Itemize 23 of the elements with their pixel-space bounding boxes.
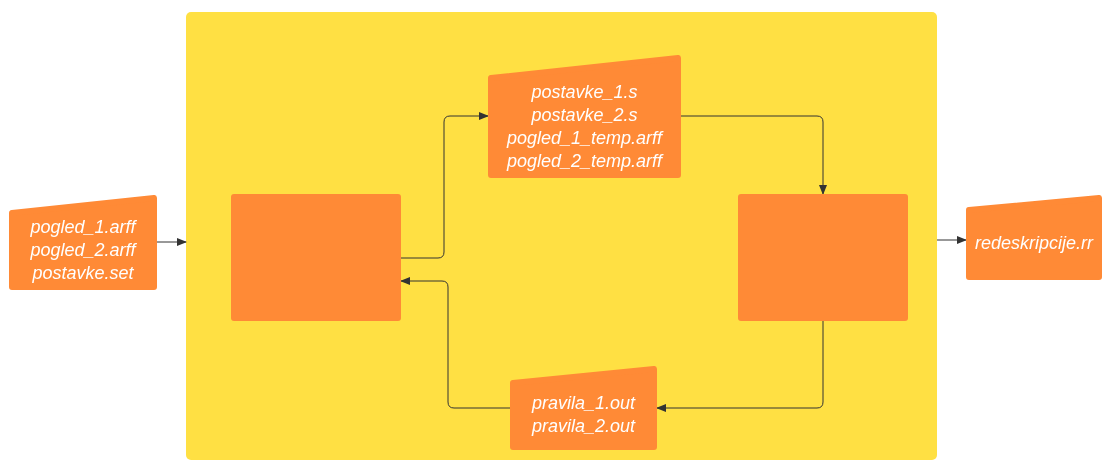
- file-name-label: postavke_1.s: [531, 80, 638, 104]
- file-name-label: pogled_1_temp.arff: [506, 126, 663, 150]
- document-shape: [9, 195, 157, 290]
- document-shape: [510, 366, 657, 450]
- process-box: [738, 194, 908, 321]
- file-name-label: postavke_2.s: [531, 103, 638, 127]
- file-name-label: pravila_1.out: [531, 392, 636, 415]
- panel-background: [186, 12, 937, 460]
- arrow: [400, 277, 511, 409]
- file-name-label: redeskripcije.rr: [975, 232, 1093, 255]
- file-name-label: pogled_2.arff: [30, 238, 136, 262]
- process-box: [231, 194, 401, 321]
- file-name-label: pogled_1.arff: [30, 215, 136, 239]
- document-shape: [966, 195, 1102, 280]
- arrow: [656, 320, 824, 412]
- file-name-label: postavke.set: [32, 261, 134, 285]
- arrow: [156, 238, 187, 246]
- file-name-label: pravila_2.out: [531, 415, 636, 438]
- arrow: [680, 115, 827, 195]
- arrow: [400, 112, 489, 259]
- arrow: [936, 236, 967, 244]
- file-name-label: pogled_2_temp.arff: [506, 149, 663, 173]
- document-shape: [488, 55, 681, 178]
